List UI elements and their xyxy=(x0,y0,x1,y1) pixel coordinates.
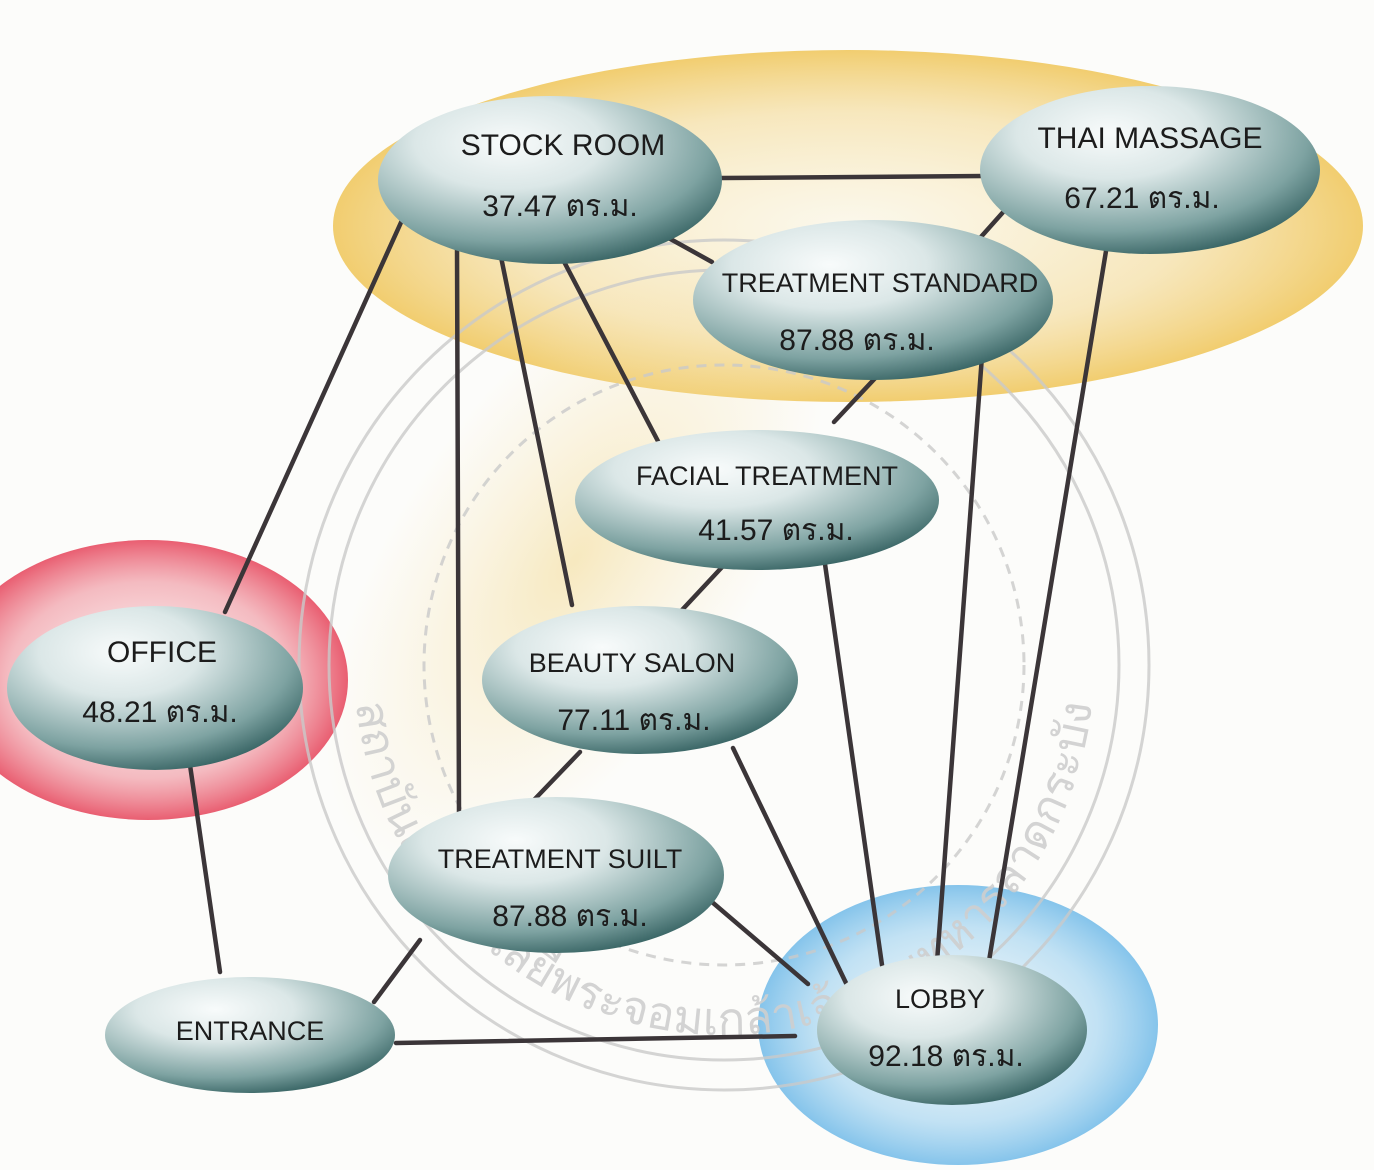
node-entrance-name: ENTRANCE xyxy=(176,1016,325,1046)
node-facial-treatment-area: 41.57 ตร.ม. xyxy=(698,514,853,547)
edge-office-entrance xyxy=(187,762,223,975)
edge-stock-suilt xyxy=(454,243,462,818)
node-office: OFFICE 48.21 ตร.ม. xyxy=(7,606,303,770)
node-treatment-standard-area: 87.88 ตร.ม. xyxy=(779,324,934,357)
zone-yellow-band xyxy=(323,248,827,872)
node-stock-room: STOCK ROOM 37.47 ตร.ม. xyxy=(378,96,722,264)
edge-thai-lobby xyxy=(985,242,1110,970)
node-lobby-area: 92.18 ตร.ม. xyxy=(868,1040,1023,1073)
node-treatment-suilt-name: TREATMENT SUILT xyxy=(438,844,683,874)
node-treatment-suilt: TREATMENT SUILT 87.88 ตร.ม. xyxy=(388,797,724,953)
edge-entrance-lobby xyxy=(393,1033,798,1046)
node-thai-massage-area: 67.21 ตร.ม. xyxy=(1064,182,1219,215)
node-lobby-name: LOBBY xyxy=(895,984,985,1014)
edge-facial-beauty xyxy=(679,562,727,613)
node-facial-treatment: FACIAL TREATMENT 41.57 ตร.ม. xyxy=(575,430,939,570)
node-thai-massage-name: THAI MASSAGE xyxy=(1037,122,1262,155)
edge-facial-lobby xyxy=(821,554,885,968)
node-office-name: OFFICE xyxy=(107,636,217,669)
edge-suilt-lobby xyxy=(709,899,811,987)
node-stock-room-name: STOCK ROOM xyxy=(461,129,665,162)
edge-stock-standard xyxy=(662,233,715,265)
edge-stock-facial xyxy=(557,251,663,448)
edge-suilt-entrance xyxy=(371,937,423,1005)
node-treatment-standard-name: TREATMENT STANDARD xyxy=(722,268,1039,298)
edge-thai-standard xyxy=(977,207,1008,241)
edge-standard-facial xyxy=(831,370,883,425)
node-facial-treatment-name: FACIAL TREATMENT xyxy=(636,461,898,491)
edge-stock-beauty xyxy=(497,249,575,608)
node-office-area: 48.21 ตร.ม. xyxy=(82,696,237,729)
node-beauty-salon: BEAUTY SALON 77.11 ตร.ม. xyxy=(482,606,798,754)
connection-lines xyxy=(187,173,1110,1046)
node-stock-room-area: 37.47 ตร.ม. xyxy=(482,190,637,223)
edge-beauty-suilt xyxy=(529,749,583,805)
node-treatment-suilt-area: 87.88 ตร.ม. xyxy=(492,900,647,933)
node-entrance: ENTRANCE xyxy=(105,977,395,1093)
node-beauty-salon-area: 77.11 ตร.ม. xyxy=(557,704,710,737)
node-lobby: LOBBY 92.18 ตร.ม. xyxy=(817,955,1087,1105)
edge-standard-lobby xyxy=(934,353,985,965)
node-treatment-standard: TREATMENT STANDARD 87.88 ตร.ม. xyxy=(693,220,1053,380)
edge-stock-thai xyxy=(719,173,988,181)
node-beauty-salon-name: BEAUTY SALON xyxy=(529,648,736,678)
edge-stock-office xyxy=(222,215,406,615)
node-thai-massage: THAI MASSAGE 67.21 ตร.ม. xyxy=(980,86,1320,254)
edge-beauty-lobby xyxy=(730,745,849,986)
